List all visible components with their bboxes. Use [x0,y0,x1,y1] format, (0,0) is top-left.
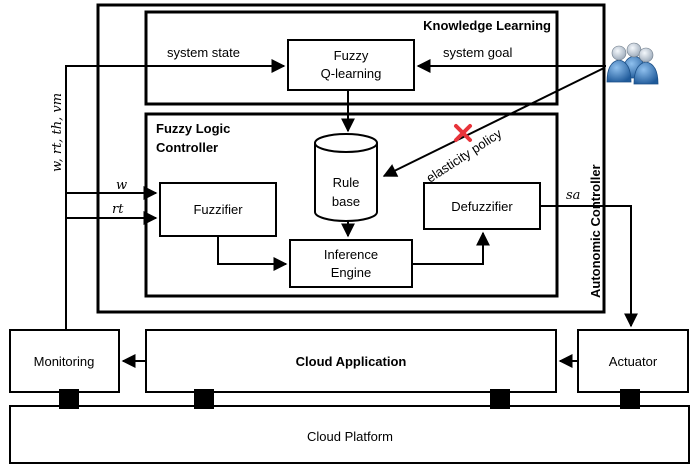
knowledge-learning-box [144,10,559,106]
signal-w-label: w [116,178,127,193]
connector-actuator [620,389,640,409]
cloud-platform-box [9,405,690,464]
defuzzifier-label: Defuzzifier [451,199,513,214]
signal-rt-label: rt [112,202,124,217]
actuator-box [577,329,689,393]
signal-sa-label: sa [566,188,580,203]
fuzzy-q-learning-box [287,39,415,91]
fuzzifier-label: Fuzzifier [193,202,243,217]
monitored-vars-label: w, rt, th, vm [50,93,65,172]
connector-app-right [490,389,510,409]
inference-engine-label-2: Engine [331,265,371,280]
flc-title-line2: Controller [156,140,218,155]
rule-base-cylinder [314,133,378,222]
connector-app-left [194,389,214,409]
cross-icon [454,124,472,142]
fuzzy-q-learning-label-1: Fuzzy [334,48,369,63]
rule-base-label-1: Rule [333,175,360,190]
system-state-label: system state [167,45,240,60]
arrow-fuzzifier-to-inference [217,236,288,271]
arrow-system-state [65,59,286,330]
arrow-elasticity-policy [382,67,605,177]
cloud-platform-label: Cloud Platform [307,429,393,444]
fuzzy-q-learning-label-2: Q-learning [321,66,382,81]
monitoring-box [9,329,120,393]
autonomic-controller-label: Autonomic Controller [588,164,603,298]
autonomic-controller-box [96,3,606,314]
system-goal-label: system goal [443,45,512,60]
cloud-application-label: Cloud Application [296,354,407,369]
rule-base-label-2: base [332,194,360,209]
inference-engine-label-1: Inference [324,247,378,262]
knowledge-learning-title: Knowledge Learning [423,18,551,33]
cloud-application-box [145,329,557,393]
actuator-label: Actuator [609,354,658,369]
connector-monitoring [59,389,79,409]
arrow-sa [540,205,638,328]
flc-title-line1: Fuzzy Logic [156,121,230,136]
monitoring-label: Monitoring [34,354,95,369]
users-icon [606,42,659,85]
arrow-inference-to-defuzzifier [412,231,490,265]
